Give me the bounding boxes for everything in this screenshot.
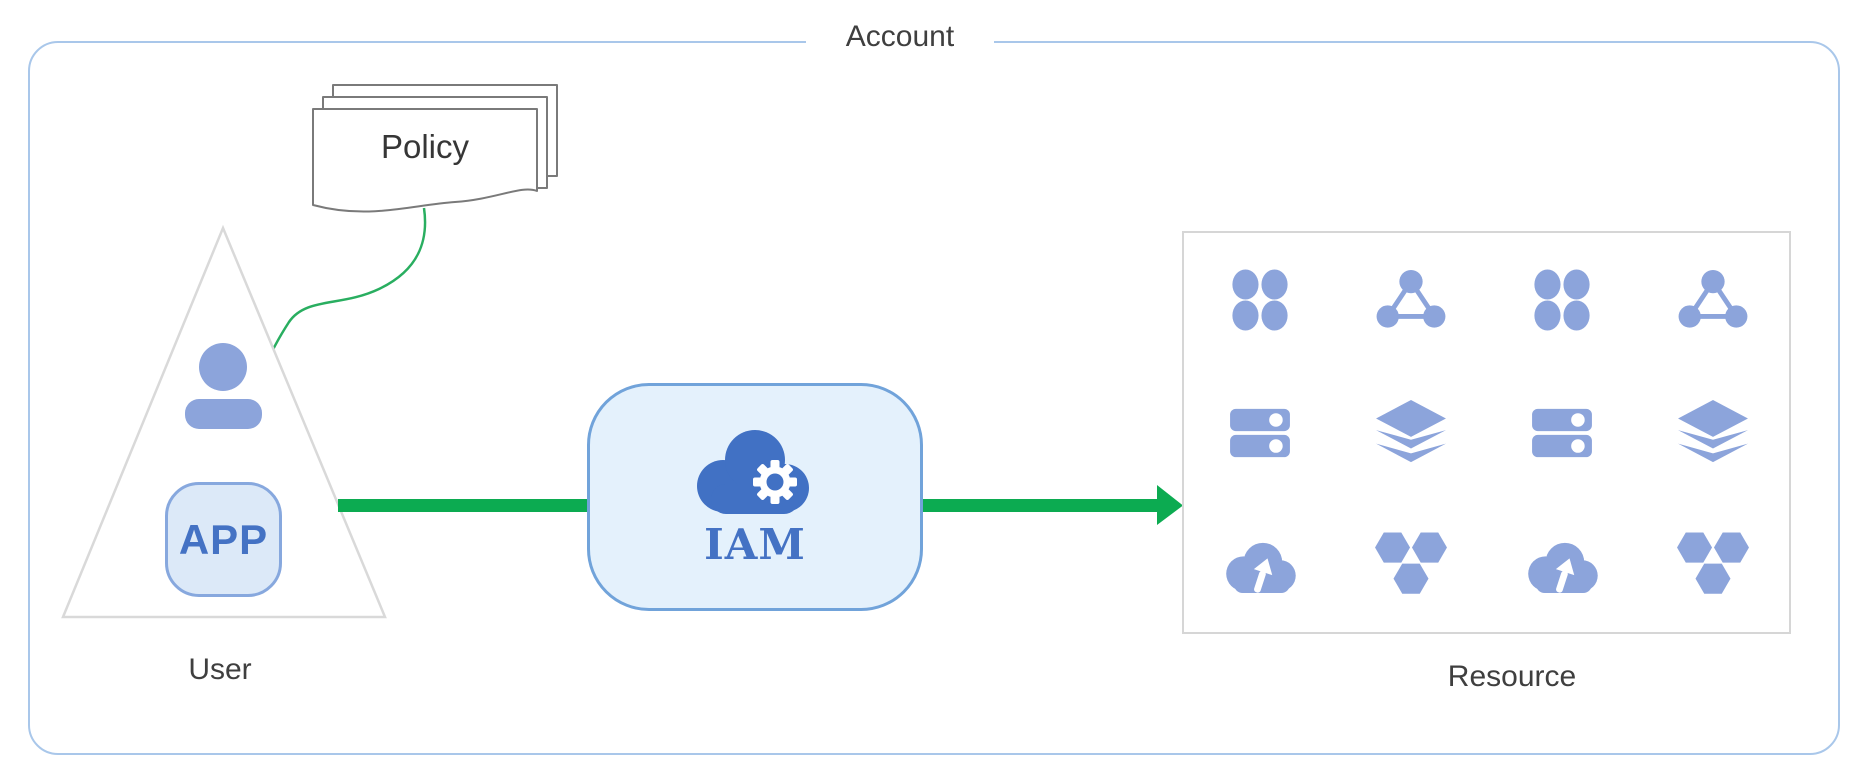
resource-icon-server-stack [1184,366,1335,499]
iam-node: IAM [587,383,923,611]
resource-icon-hexagon-cluster [1638,499,1789,632]
app-badge-label: APP [178,515,269,563]
cloud-gear-icon [697,429,809,514]
resource-icon-hexagon-cluster [1335,499,1486,632]
person-icon [185,343,262,429]
iam-to-resource-arrow [921,485,1183,525]
resource-icon-cloud-upload [1487,499,1638,632]
resource-box [1182,231,1791,634]
resource-icon-quad-petal [1487,233,1638,366]
resource-icon-network-triangle [1335,233,1486,366]
policy-document-stack [312,84,558,213]
user-to-iam-arrow [338,499,588,512]
resource-icon-network-triangle [1638,233,1789,366]
user-label: User [188,653,252,686]
resource-label: Resource [1447,660,1577,693]
resource-icon-layer-stack [1335,366,1486,499]
resource-icon-quad-petal [1184,233,1335,366]
policy-label: Policy [380,128,470,165]
app-badge: APP [165,482,282,597]
resource-icon-cloud-upload [1184,499,1335,632]
resource-icon-layer-stack [1638,366,1789,499]
resource-icon-server-stack [1487,366,1638,499]
account-label: Account [806,18,994,56]
iam-label: IAM [704,519,806,569]
